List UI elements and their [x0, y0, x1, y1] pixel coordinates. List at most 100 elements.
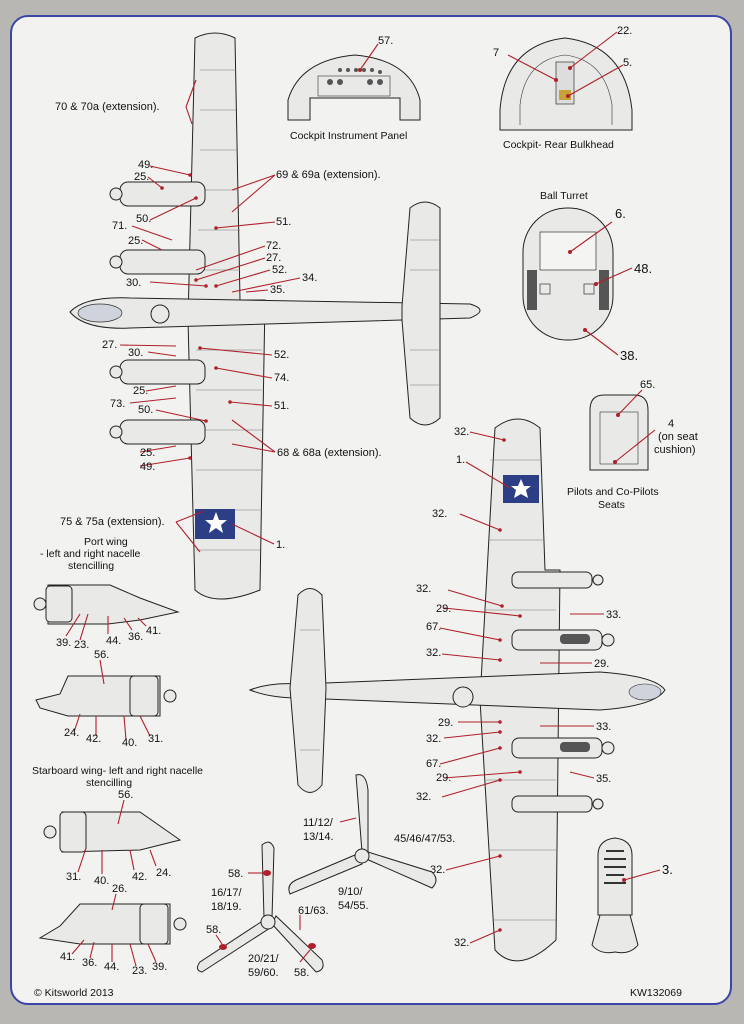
port-title-2: - left and right nacelle	[40, 548, 141, 560]
starboard-wing-nacelles: Starboard wing- left and right nacelle s…	[32, 765, 203, 977]
prop-9-10: 9/10/	[338, 886, 363, 898]
stbd-lower-44: 44.	[104, 961, 119, 973]
under-29d: 29.	[436, 772, 451, 784]
propeller-lower: 58. 16/17/ 18/19. 61/63. 58. 20/21/ 59/6…	[196, 841, 329, 979]
prop-16-17: 16/17/	[211, 887, 243, 899]
label-49b: 49.	[140, 461, 155, 473]
label-7: 7	[493, 47, 499, 59]
copyright: © Kitsworld 2013	[34, 987, 114, 999]
port-title-1: Port wing	[84, 536, 128, 548]
prop-45-53: 45/46/47/53.	[394, 833, 455, 845]
stbd-upper-31: 31.	[66, 871, 81, 883]
port-lower-42: 42.	[86, 733, 101, 745]
label-34: 34.	[302, 272, 317, 284]
label-68: 68 & 68a (extension).	[277, 447, 382, 459]
stbd-upper-24: 24.	[156, 867, 171, 879]
under-32c: 32.	[416, 583, 431, 595]
stbd-lower-41: 41.	[60, 951, 75, 963]
port-lower-24: 24.	[64, 727, 79, 739]
product-code: KW132069	[630, 987, 682, 999]
label-51a: 51.	[276, 216, 291, 228]
prop-58-b: 58.	[206, 924, 221, 936]
pilot-seats: 65. 4 (on seat cushion) Pilots and Co-Pi…	[567, 379, 698, 511]
stbd-lower-26: 26.	[112, 883, 127, 895]
label-27a: 27.	[266, 252, 281, 264]
port-wing-nacelles: Port wing - left and right nacelle stenc…	[33, 536, 180, 749]
stbd-upper-42: 42.	[132, 871, 147, 883]
label-49a: 49.	[138, 159, 153, 171]
label-57: 57.	[378, 35, 393, 47]
label-25c: 25.	[133, 385, 148, 397]
label-38: 38.	[620, 348, 638, 363]
cockpit-panel-title: Cockpit Instrument Panel	[290, 130, 407, 142]
label-27b: 27.	[102, 339, 117, 351]
label-50a: 50.	[136, 213, 151, 225]
under-29c: 29.	[438, 717, 453, 729]
under-32f: 32.	[416, 791, 431, 803]
under-35: 35.	[596, 773, 611, 785]
prop-11-12: 11/12/	[303, 817, 334, 829]
cockpit-rear-bulkhead: 22. 7 5. Cockpit- Rear Bulkhead	[493, 25, 633, 151]
label-30b: 30.	[128, 347, 143, 359]
label-50b: 50.	[138, 404, 153, 416]
bomb-label-3: 3.	[662, 862, 673, 877]
prop-59-60: 59/60.	[248, 967, 279, 979]
label-48: 48.	[634, 261, 652, 276]
stbd-lower-39: 39.	[152, 961, 167, 973]
port-upper-41: 41.	[146, 625, 161, 637]
bomb: 3.	[591, 837, 673, 954]
label-73: 73.	[110, 398, 125, 410]
label-52a: 52.	[272, 264, 287, 276]
stbd-title-2: stencilling	[86, 777, 132, 789]
prop-61-63: 61/63.	[298, 905, 329, 917]
label-25a: 25.	[134, 171, 149, 183]
stbd-lower-23: 23.	[132, 965, 147, 977]
port-lower-40: 40.	[122, 737, 137, 749]
label-30a: 30.	[126, 277, 141, 289]
stbd-upper-56: 56.	[118, 789, 133, 801]
label-72: 72.	[266, 240, 281, 252]
port-lower-31: 31.	[148, 733, 163, 745]
under-32b: 32.	[432, 508, 447, 520]
label-74: 74.	[274, 372, 289, 384]
port-title-3: stencilling	[68, 560, 114, 572]
cockpit-instrument-panel: 57. Cockpit Instrument Panel	[287, 35, 421, 142]
label-51b: 51.	[274, 400, 289, 412]
under-29b: 29.	[594, 658, 609, 670]
under-32d: 32.	[426, 647, 441, 659]
label-4-line3: cushion)	[654, 444, 696, 456]
label-70: 70 & 70a (extension).	[55, 101, 160, 113]
under-67b: 67.	[426, 758, 441, 770]
prop-13-14: 13/14.	[303, 831, 334, 843]
label-71: 71.	[112, 220, 127, 232]
seats-title-2: Seats	[598, 499, 625, 511]
label-65: 65.	[640, 379, 655, 391]
prop-58-a: 58.	[228, 868, 243, 880]
label-1: 1.	[276, 539, 285, 551]
label-35: 35.	[270, 284, 285, 296]
stbd-title-1: Starboard wing- left and right nacelle	[32, 765, 203, 777]
port-upper-23: 23.	[74, 639, 89, 651]
label-22: 22.	[617, 25, 632, 37]
label-25b: 25.	[128, 235, 143, 247]
top-view-aircraft: 70 & 70a (extension). 49. 25. 50. 71. 25…	[55, 32, 481, 600]
under-33a: 33.	[606, 609, 621, 621]
port-upper-36: 36.	[128, 631, 143, 643]
under-67a: 67.	[426, 621, 441, 633]
under-32h: 32.	[454, 937, 469, 949]
seats-title-1: Pilots and Co-Pilots	[567, 486, 659, 498]
stbd-lower-36: 36.	[82, 957, 97, 969]
prop-58-c: 58.	[294, 967, 309, 979]
ball-turret: Ball Turret 6. 48. 38.	[522, 190, 652, 363]
label-4-line2: (on seat	[658, 431, 698, 443]
prop-54-55: 54/55.	[338, 900, 369, 912]
under-29a: 29.	[436, 603, 451, 615]
under-33b: 33.	[596, 721, 611, 733]
ball-turret-title: Ball Turret	[540, 190, 588, 202]
under-32e: 32.	[426, 733, 441, 745]
label-25d: 25.	[140, 447, 155, 459]
port-upper-39: 39.	[56, 637, 71, 649]
under-32g: 32.	[430, 864, 445, 876]
label-6: 6.	[615, 206, 626, 221]
